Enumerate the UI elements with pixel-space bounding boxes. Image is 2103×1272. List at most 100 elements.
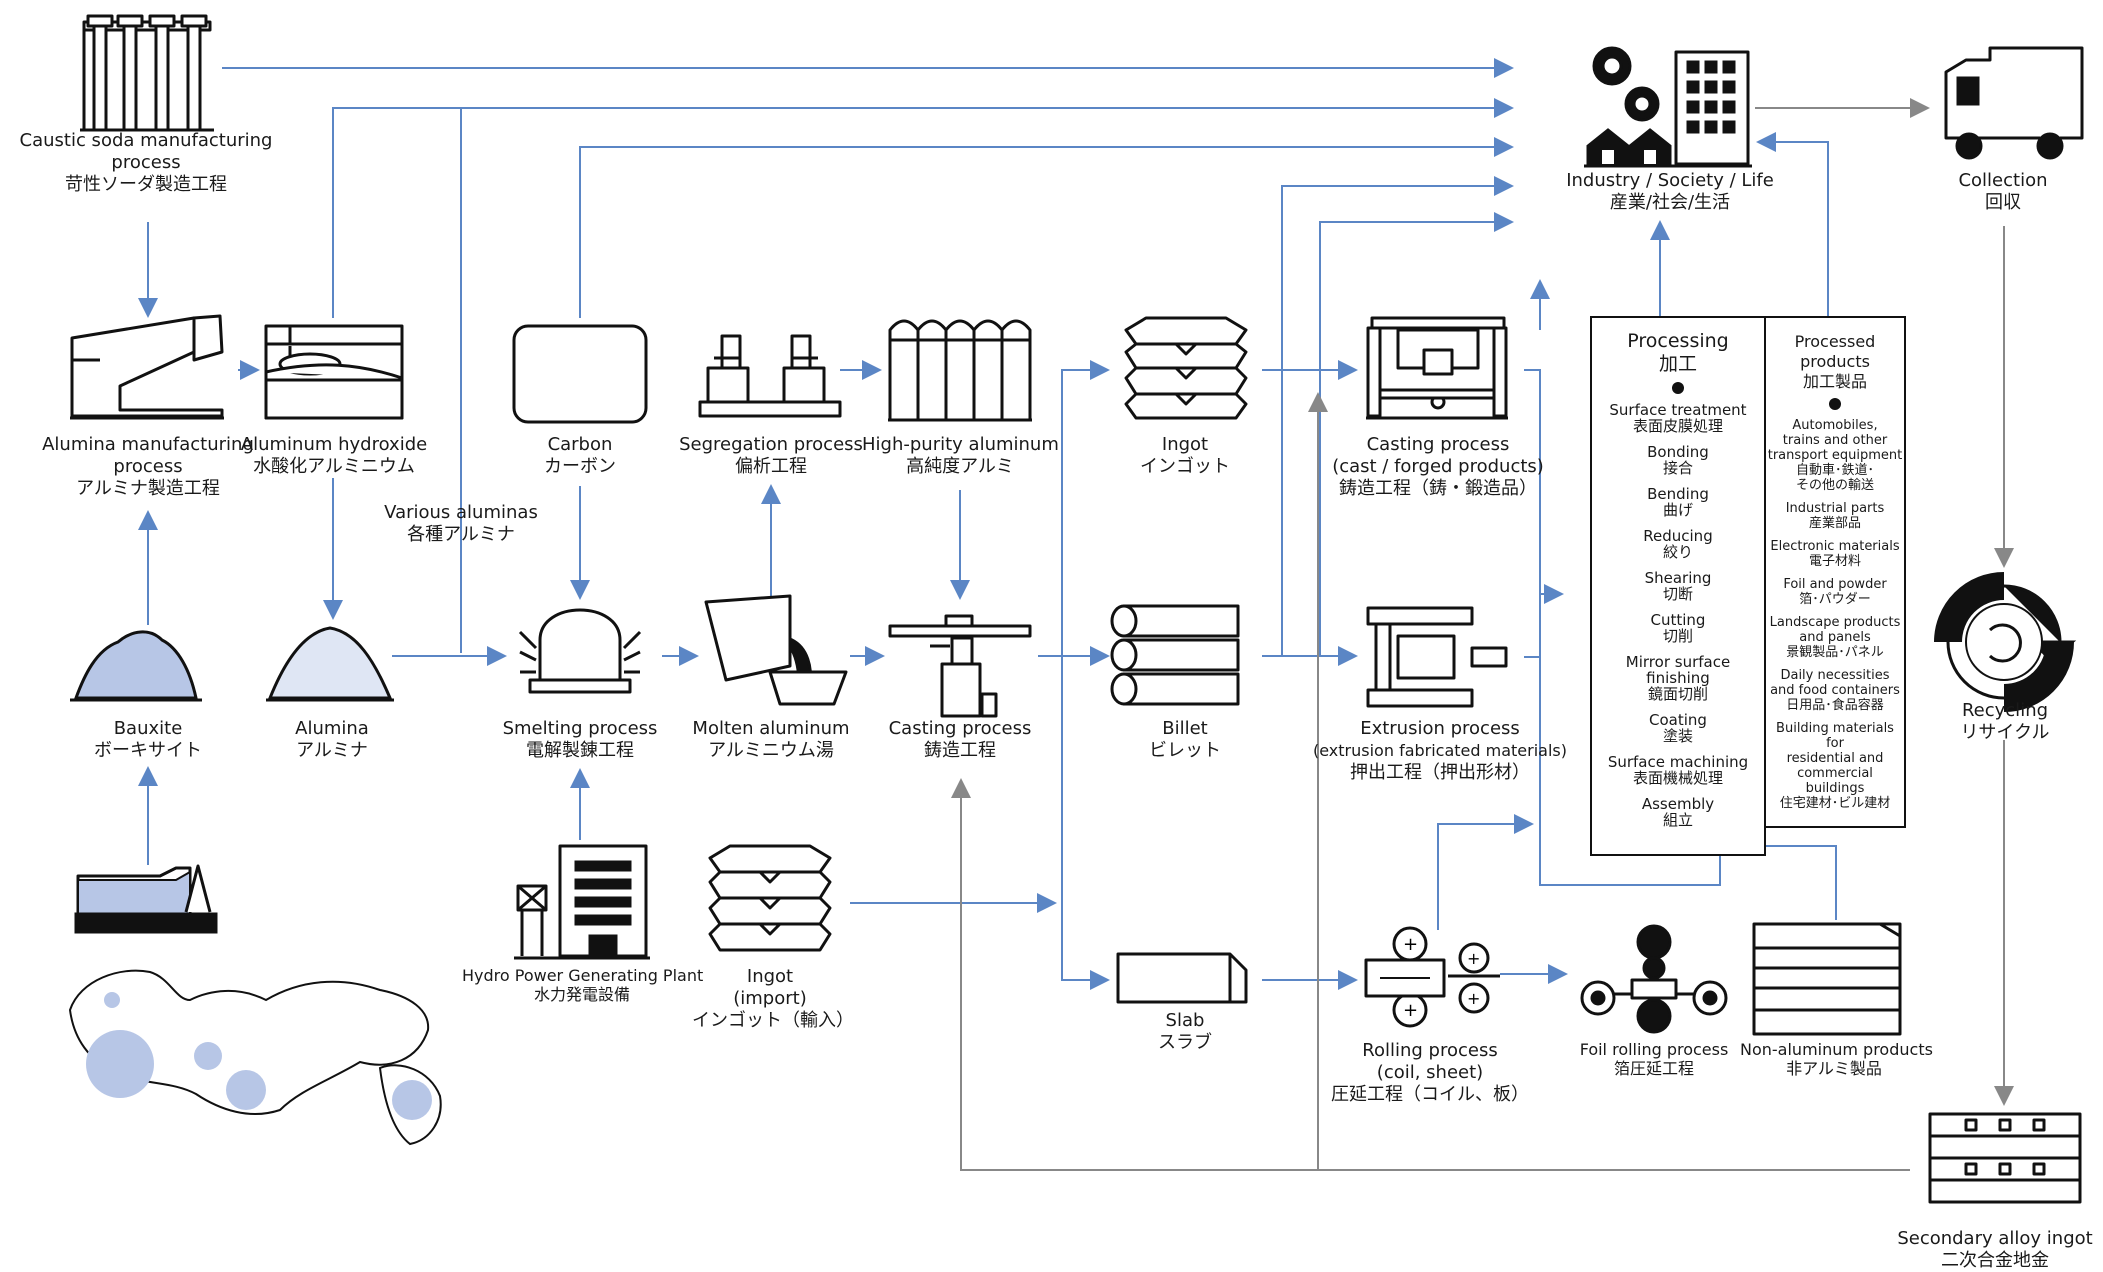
processing-item-en: Coating	[1649, 711, 1707, 729]
foil-rolling-icon	[1580, 924, 1728, 1034]
industry-icon	[1584, 46, 1752, 168]
casting-press-icon	[1366, 316, 1508, 420]
product-item-jp: 景観製品･パネル	[1786, 645, 1884, 660]
world-map-icon	[68, 969, 442, 1146]
product-item-en: Landscape products and panels	[1769, 615, 1901, 645]
svg-text:+: +	[1403, 1000, 1418, 1021]
secondary-ingot-icon	[1928, 1112, 2082, 1204]
processing-item-en: Cutting	[1650, 611, 1706, 629]
processing-item-jp: 鏡面切削	[1647, 685, 1708, 703]
products-title-jp: 加工製品	[1802, 372, 1867, 391]
slab-icon	[1116, 952, 1248, 1004]
non-aluminum-icon	[1752, 922, 1902, 1036]
product-item-jp: 産業部品	[1808, 516, 1861, 531]
recycling-icon	[1934, 572, 2077, 712]
processing-item-jp: 曲げ	[1662, 501, 1693, 519]
product-item-en: Industrial parts	[1785, 501, 1885, 516]
processing-item-en: Mirror surface finishing	[1625, 653, 1731, 687]
svg-text:+: +	[1467, 989, 1480, 1008]
alumina-icon	[267, 626, 393, 700]
processing-title-jp: 加工	[1658, 353, 1697, 375]
processed-products-box: Processed products 加工製品 Automobiles, tra…	[1764, 316, 1906, 828]
collection-truck-icon	[1944, 46, 2084, 160]
flow-lines	[138, 58, 2014, 1171]
processing-item-jp: 表面皮膜処理	[1632, 417, 1723, 435]
product-item-jp: 自動車･鉄道･ その他の輸送	[1795, 463, 1874, 493]
bauxite-icon	[73, 630, 198, 700]
extrusion-label: Extrusion process(extrusion fabricated m…	[1313, 718, 1567, 783]
product-item-en: Building materials for residential and c…	[1776, 721, 1894, 796]
processing-item-en: Surface treatment	[1609, 401, 1747, 419]
processing-item-en: Assembly	[1641, 795, 1715, 813]
processing-item-en: Reducing	[1643, 527, 1713, 545]
rolling-mill-icon: + + + +	[1364, 926, 1500, 1028]
product-item-en: Automobiles, trains and other transport …	[1767, 418, 1903, 463]
ship-mine-icon	[74, 864, 218, 934]
svg-text:+: +	[1403, 934, 1418, 955]
bullet-dot	[1672, 382, 1684, 394]
product-item: Building materials for residential and c…	[1766, 721, 1904, 811]
processing-item-en: Shearing	[1644, 569, 1712, 587]
smelting-icon	[518, 608, 642, 694]
alumina-factory-icon	[70, 314, 224, 420]
molten-aluminum-icon	[704, 594, 848, 706]
products-items: Automobiles, trains and other transport …	[1766, 418, 1904, 811]
products-title: Processed products	[1794, 332, 1876, 371]
product-item-en: Daily necessities and food containers	[1770, 668, 1900, 698]
processing-item-jp: 接合	[1662, 459, 1693, 477]
processing-item-jp: 表面機械処理	[1632, 769, 1723, 787]
casting-machine-icon	[888, 614, 1032, 718]
ingot-import-label: Ingot(import)インゴット（輸入）	[692, 966, 854, 1031]
aluminum-hydroxide-icon	[264, 324, 404, 420]
billet-icon	[1110, 604, 1240, 706]
high-purity-icon	[888, 319, 1032, 422]
processing-item-en: Surface machining	[1607, 753, 1749, 771]
carbon-icon	[512, 324, 648, 424]
hydro-plant-icon	[514, 844, 650, 960]
segregation-icon	[698, 334, 842, 418]
svg-text:+: +	[1467, 949, 1480, 968]
product-item: Automobiles, trains and other transport …	[1766, 418, 1904, 493]
product-item-en: Foil and powder	[1783, 577, 1887, 592]
casting-cast-label: Casting process(cast / forged products)鋳…	[1332, 434, 1544, 499]
processing-item-jp: 切削	[1662, 627, 1693, 645]
processing-title: Processing	[1627, 330, 1729, 352]
caustic-soda-icon	[80, 14, 214, 132]
processing-item-jp: 組立	[1662, 811, 1693, 829]
processing-item-jp: 塗装	[1662, 727, 1693, 745]
ingot-icon	[1124, 316, 1248, 420]
processing-item-jp: 切断	[1662, 585, 1693, 603]
